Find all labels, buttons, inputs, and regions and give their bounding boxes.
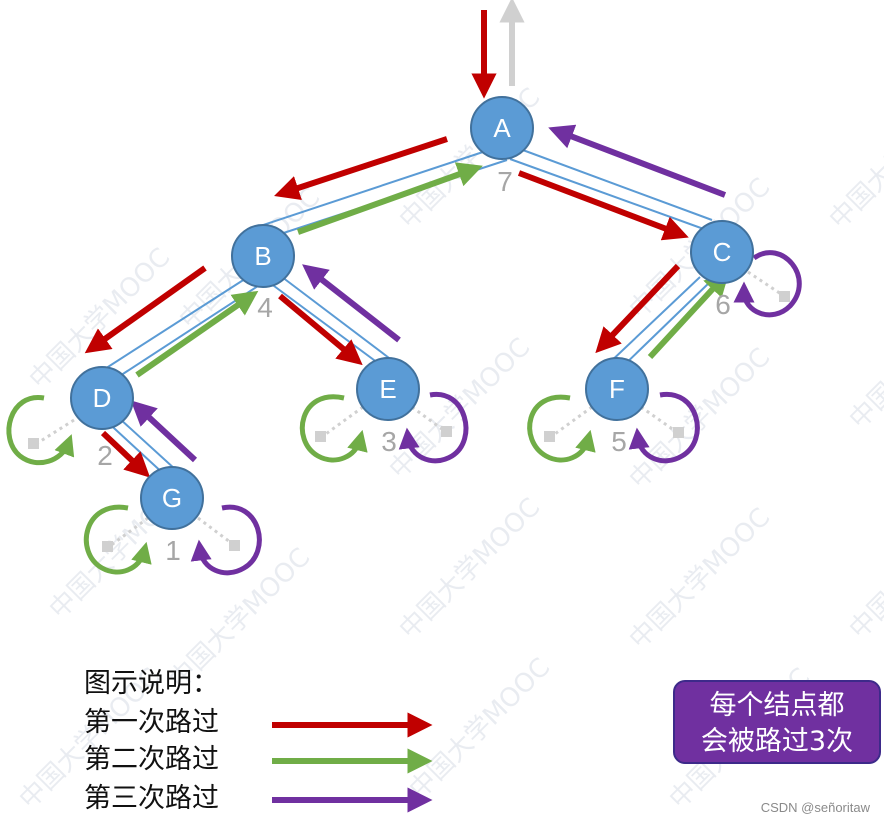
tree-node: E 3: [356, 357, 420, 457]
watermark-text: 中国大学MOOC: [844, 283, 884, 435]
node-label: D: [93, 383, 112, 413]
watermark-text: 中国大学MOOC: [624, 503, 776, 655]
arrow-second-d-to-b: [135, 290, 259, 378]
arrow-third-g-to-d: [130, 400, 198, 463]
traversal-arrows: [84, 124, 730, 478]
node-label: G: [162, 483, 182, 513]
arrow-first-c-to-f: [595, 263, 681, 354]
note-line-2: 会被路过3次: [700, 726, 854, 757]
watermark-text: 中国大学MOOC: [824, 83, 884, 235]
node-label: E: [379, 374, 396, 404]
arrow-first-a-to-b: [274, 136, 448, 201]
arrow-first-d-to-g: [100, 430, 151, 478]
legend-label-first-pass: 第一次路过: [84, 707, 219, 738]
visit-order-label: 5: [611, 426, 627, 457]
arrow-first-b-to-e: [278, 293, 363, 366]
arrow-first-a-to-c: [517, 170, 689, 241]
null-child-loops: [6, 250, 802, 576]
credit-text: CSDN @señoritaw: [760, 800, 870, 815]
visit-order-label: 6: [715, 289, 731, 320]
legend-label-third-pass: 第三次路过: [84, 783, 219, 814]
visit-order-label: 4: [257, 292, 273, 323]
visit-order-label: 1: [165, 535, 181, 566]
legend-label-second-pass: 第二次路过: [84, 744, 219, 775]
arrow-second-f-to-c: [647, 270, 730, 360]
node-label: C: [713, 237, 732, 267]
watermark-text: 中国大学MOOC: [624, 343, 776, 495]
legend-title: 图示说明：: [84, 668, 219, 699]
node-label: A: [493, 113, 511, 143]
note-line-1: 每个结点都: [709, 690, 845, 721]
arrow-third-e-to-b: [302, 264, 401, 343]
visit-order-label: 7: [497, 166, 513, 197]
tree-node: F 5: [585, 357, 649, 457]
arrow-third-c-to-a: [548, 124, 727, 198]
node-label: B: [254, 241, 271, 271]
visit-order-label: 2: [97, 440, 113, 471]
visit-order-label: 3: [381, 426, 397, 457]
tree-node: D 2: [70, 366, 134, 471]
watermark-text: 中国大学MOOC: [404, 653, 556, 805]
tree-node: C 6: [690, 220, 754, 320]
note-box: 每个结点都 会被路过3次: [673, 680, 881, 764]
tree-node: A 7: [470, 96, 534, 197]
arrow-second-b-to-a: [296, 162, 483, 235]
tree-node: B 4: [231, 224, 295, 323]
arrow-first-b-to-d: [84, 265, 207, 354]
node-label: F: [609, 374, 625, 404]
tree-node: G 1: [140, 466, 204, 566]
watermark-text: 中国大学MOOC: [394, 493, 546, 645]
watermark-text: 中国大学MOOC: [844, 493, 884, 645]
